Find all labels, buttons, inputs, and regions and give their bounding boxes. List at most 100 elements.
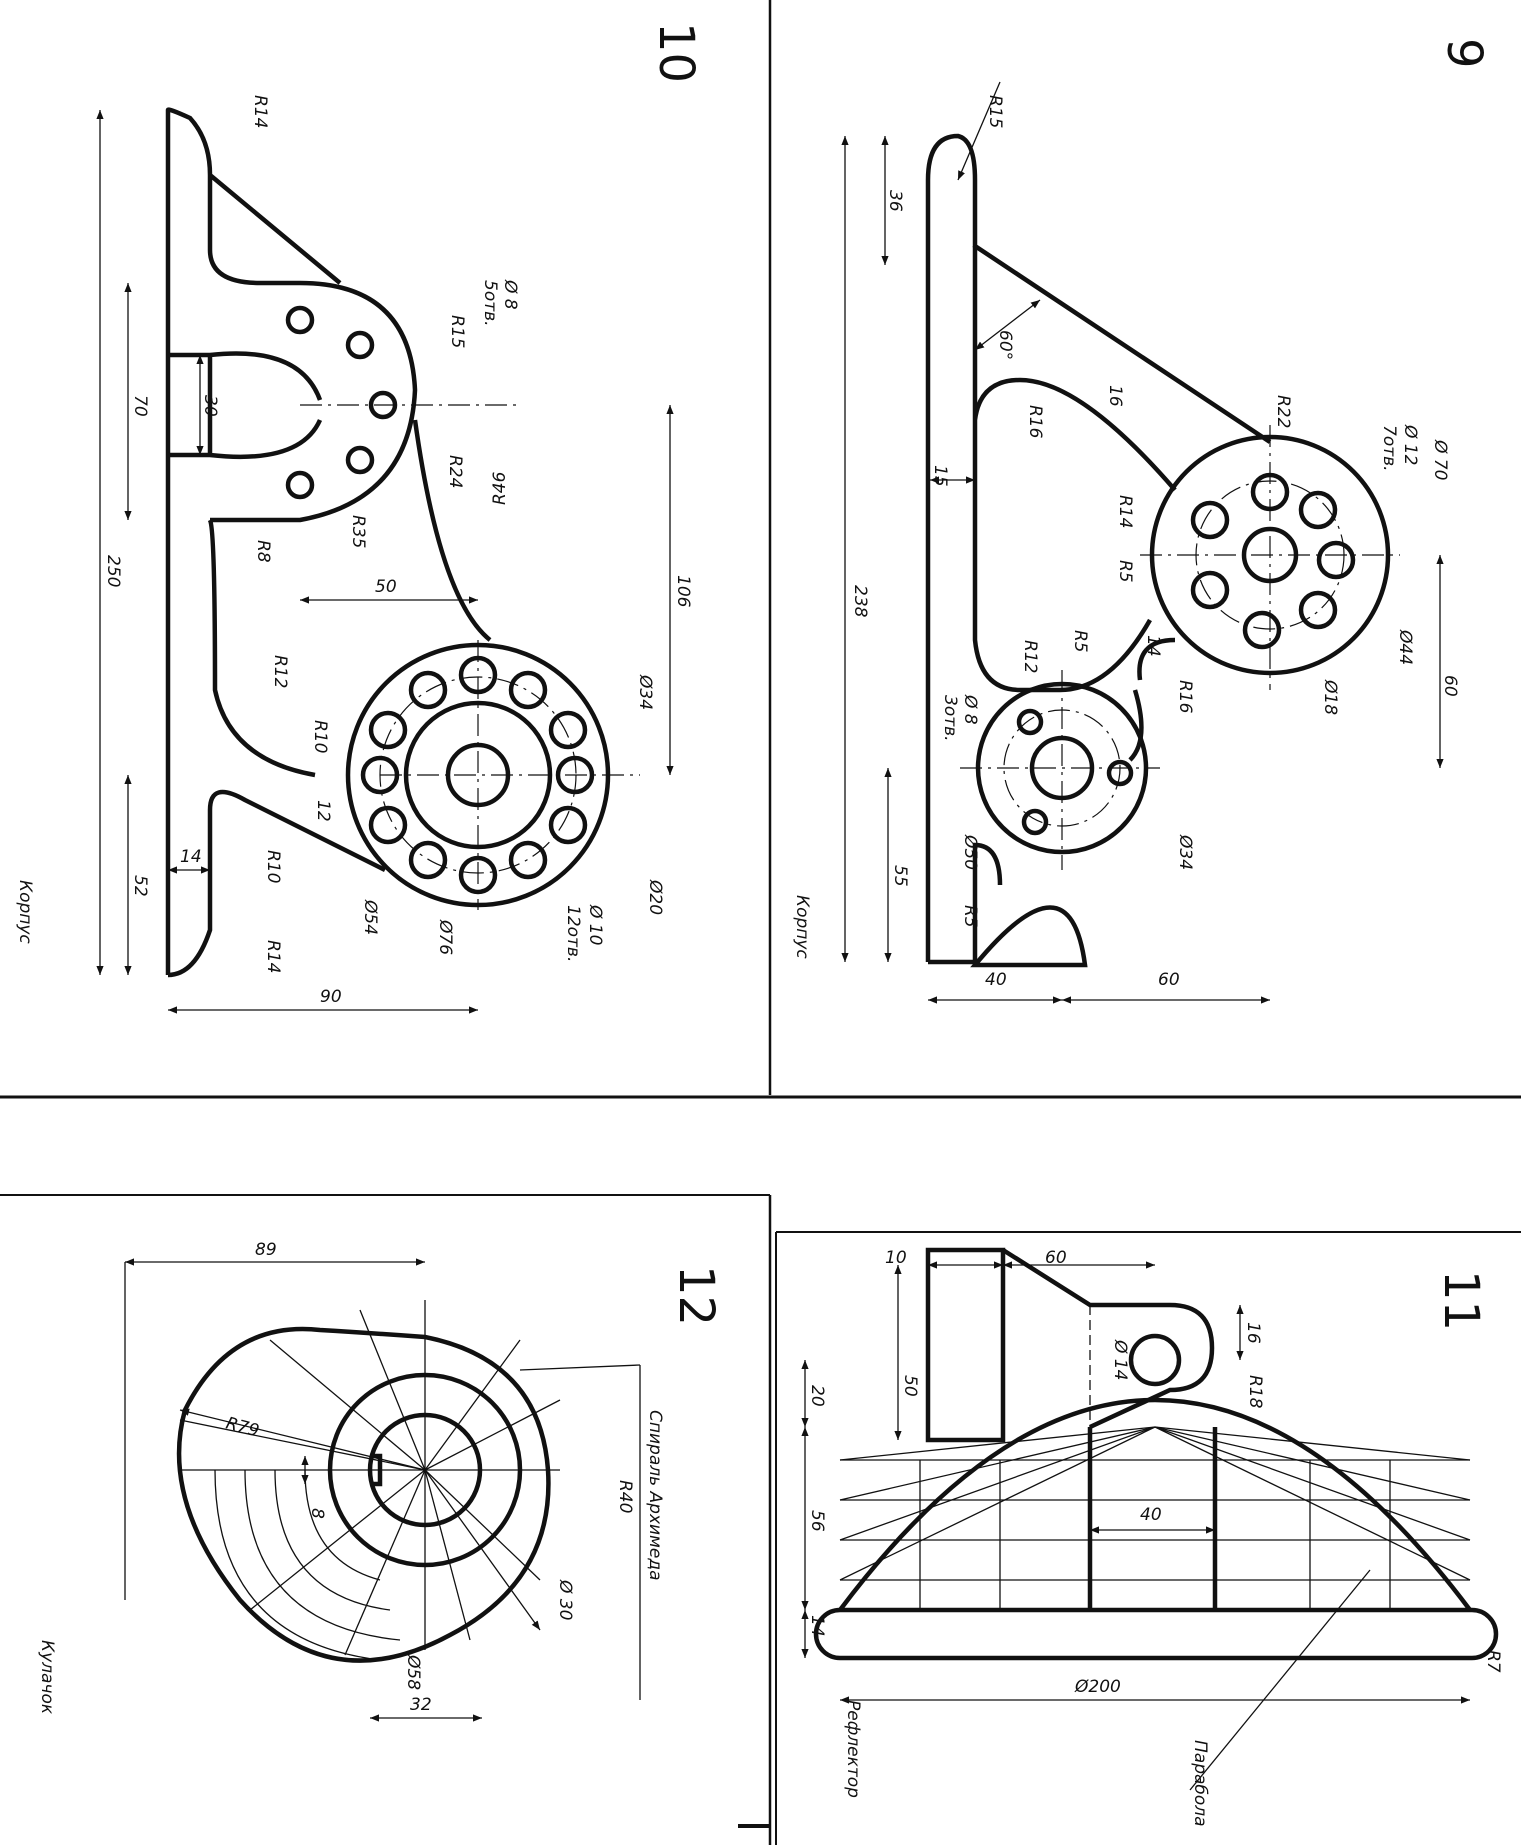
dim-106: 106 [673,575,693,608]
panel-11-construction-lines [839,1426,1471,1610]
dim-r15: R15 [447,315,467,348]
dim-r15: R15 [985,95,1005,128]
dim-250: 250 [103,555,123,587]
dim-12: 12 [313,800,333,822]
dim-r14: R14 [1115,495,1135,528]
dim-52: 52 [130,875,150,897]
dim-d76: Ø76 [435,919,455,955]
dim-3holes: 3отв. [940,695,960,742]
dim-r5a: R5 [1115,560,1135,583]
dim-r46: R46 [490,471,510,505]
dim-r10a: R10 [310,720,330,753]
dim-r40: R40 [615,1480,635,1513]
dim-r7: R7 [1483,1650,1503,1673]
panel-10-dimension-lines [96,110,674,1014]
dim-d70: Ø 70 [1430,439,1450,480]
dim-36: 36 [885,190,905,212]
panel-10-number: 10 [648,22,704,83]
dim-40: 40 [1140,1505,1162,1525]
dim-r12: R12 [270,655,290,688]
dim-16: 16 [1105,385,1125,407]
dim-60deg: 60° [995,330,1015,360]
dim-60v: 60 [1440,675,1460,697]
panel-11-number: 11 [1433,1270,1489,1331]
label-spiral: Спираль Архимеда [645,1410,665,1581]
panel-11-dimension-lines [801,1261,1470,1791]
dim-10: 10 [885,1248,907,1268]
dim-r79: R79 [224,1414,261,1442]
dim-d200: Ø200 [1074,1677,1121,1697]
panel-9-holes [1016,472,1356,836]
dim-90: 90 [320,987,342,1007]
dim-d54: Ø54 [360,899,380,935]
dim-30: 30 [200,395,220,417]
label-parabola: Парабола [1190,1740,1210,1827]
panel-12-number: 12 [668,1265,724,1326]
panel-11-title: Рефлектор [843,1700,863,1798]
dim-d8: Ø 8 [960,694,980,725]
dim-r24: R24 [445,455,465,488]
dim-d10: Ø 10 [585,904,605,945]
dim-r22: R22 [1273,395,1293,428]
dim-d44: Ø44 [1395,629,1415,665]
dim-d50: Ø50 [960,834,980,870]
dim-50: 50 [375,577,397,597]
panel-12: 12 Кулачок [37,1240,724,1722]
dim-14: 14 [1143,635,1163,657]
dim-60: 60 [1045,1248,1067,1268]
dim-d34: Ø34 [1175,834,1195,870]
dim-r14b: R14 [263,940,283,973]
dim-r16a: R16 [1025,405,1045,439]
dim-r8: R8 [253,540,273,563]
dim-55: 55 [890,865,910,887]
dim-r5b: R5 [1070,630,1090,653]
panel-11-labels: 10 60 16 Ø 14 R18 50 20 56 40 14 Ø200 R7… [807,1248,1503,1827]
dim-8: 8 [307,1508,327,1519]
dim-r12: R12 [1020,640,1040,673]
dim-12holes: 12отв. [563,905,583,962]
dim-r16b: R16 [1175,680,1195,714]
panel-11: 11 Рефлектор [801,1247,1503,1827]
dim-14: 14 [180,847,202,867]
dim-7holes: 7отв. [1379,425,1399,472]
dim-d20: Ø20 [645,879,665,915]
dim-d14: Ø 14 [1110,1339,1130,1380]
dim-20: 20 [807,1385,827,1407]
panel-12-dimension-lines [124,1258,641,1722]
dim-d12: Ø 12 [1400,424,1420,465]
dim-15: 15 [930,465,950,487]
dim-238: 238 [850,585,870,618]
dim-70: 70 [130,395,150,417]
panel-9: 9 Корпус [792,38,1492,1004]
dim-r18: R18 [1245,1375,1265,1409]
panel-10-labels: R14 Ø 8 5отв. R15 70 30 R24 R35 R46 R8 2… [103,95,693,1007]
panel-9-title: Корпус [792,895,812,959]
dim-32: 32 [410,1695,432,1715]
panel-10-title: Корпус [15,880,35,944]
panel-9-outline [925,133,1391,968]
panel-11-outline [813,1247,1499,1661]
dim-14h: 14 [807,1615,827,1637]
panel-10-centerlines [300,404,640,910]
panel-12-labels: 89 Спираль Архимеда R79 R40 8 Ø 30 Ø58 3… [224,1240,665,1715]
dim-d58: Ø58 [403,1654,423,1690]
panel-9-centerlines [960,425,1400,870]
dim-r35: R35 [348,515,368,548]
dim-16: 16 [1243,1322,1263,1344]
dim-60h: 60 [1158,970,1180,990]
panel-12-construction-lines [179,1300,561,1661]
panel-9-dimension-lines [841,81,1444,1004]
panel-9-labels: R15 36 60° 16 R22 Ø 12 7отв. Ø 70 R16 15… [850,95,1460,990]
dim-56: 56 [807,1510,827,1532]
dim-r14a: R14 [250,95,270,128]
panel-10: 10 Корпус [15,22,704,1014]
dim-d8: Ø 8 [500,279,520,310]
dim-d18: Ø18 [1320,679,1340,715]
dim-40: 40 [985,970,1007,990]
dim-50: 50 [900,1375,920,1397]
panel-9-number: 9 [1436,38,1492,69]
dim-d34: Ø34 [635,674,655,710]
panel-12-title: Кулачок [37,1640,57,1715]
